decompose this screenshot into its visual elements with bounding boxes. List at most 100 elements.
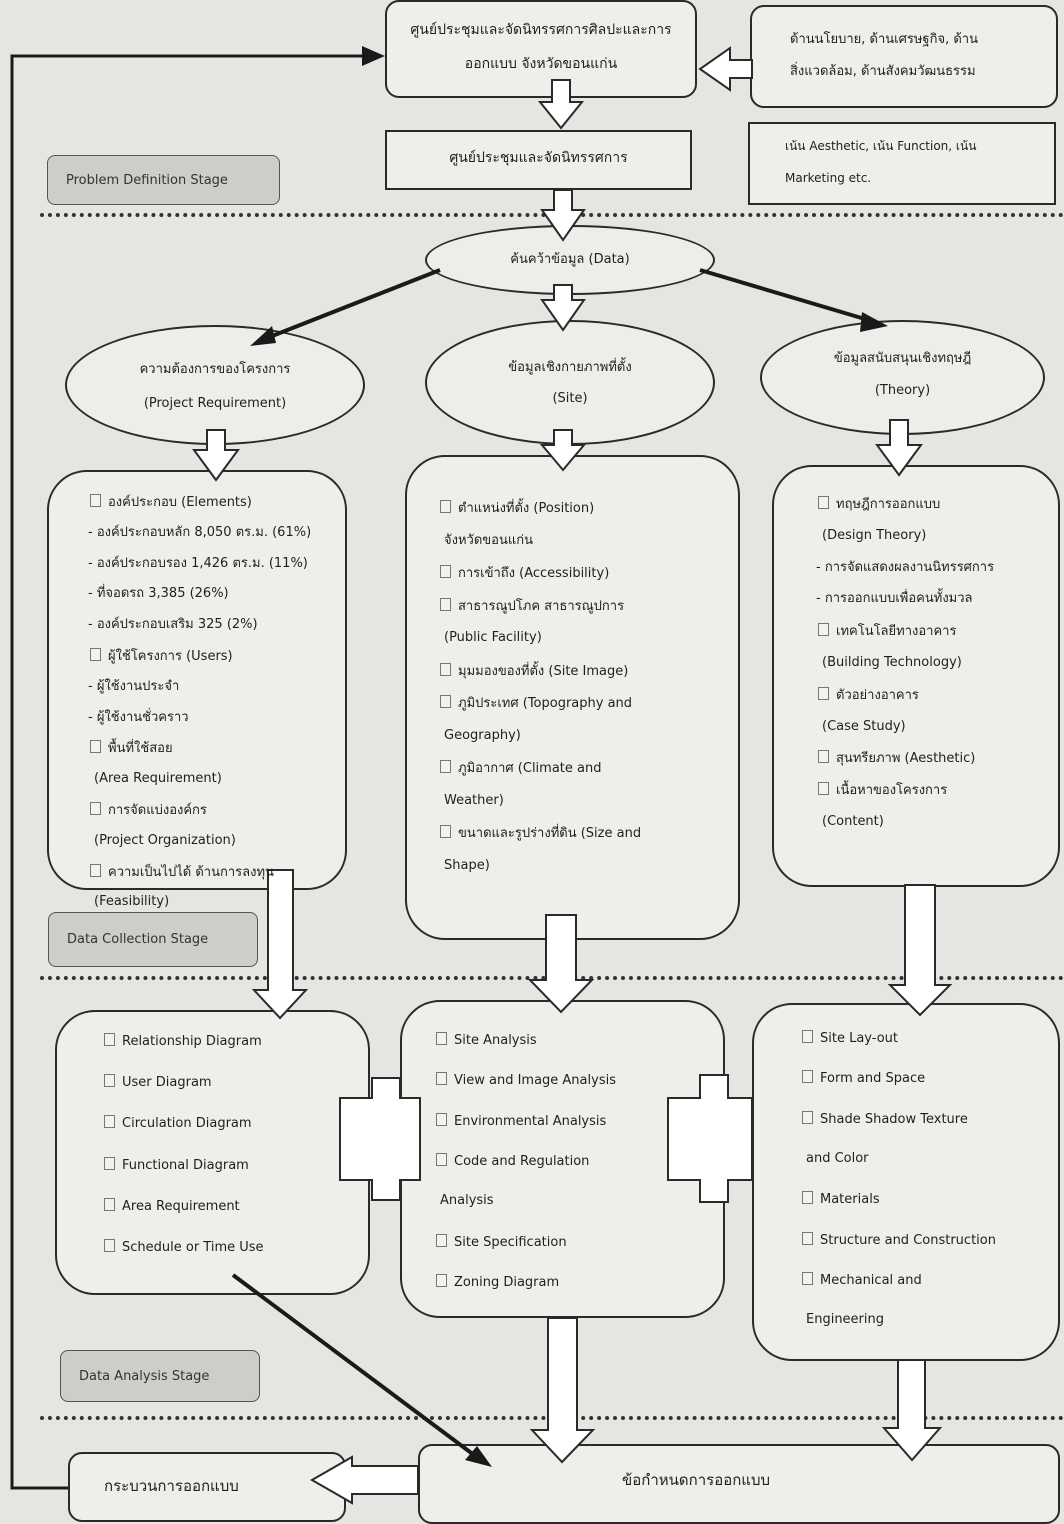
list-item-text: Functional Diagram bbox=[122, 1157, 249, 1173]
arrowhead-spec bbox=[465, 1446, 492, 1467]
list-item: - การออกแบบเพื่อคนทั้งมวล bbox=[816, 591, 973, 607]
list-item: จังหวัดขอนแก่น bbox=[444, 533, 533, 549]
list-item: Circulation Diagram bbox=[104, 1115, 252, 1132]
list-item-text: จังหวัดขอนแก่น bbox=[444, 532, 533, 548]
list-item: มุมมองของที่ตั้ง (Site Image) bbox=[440, 662, 629, 680]
list-item-text: (Area Requirement) bbox=[94, 771, 222, 787]
checkbox-icon bbox=[90, 648, 101, 661]
list-item: - การจัดแสดงผลงานนิทรรศการ bbox=[816, 560, 994, 576]
list-item-text: Form and Space bbox=[820, 1071, 926, 1087]
ellipse-left-line1: ความต้องการของโครงการ bbox=[139, 362, 291, 377]
list-item: Analysis bbox=[440, 1193, 494, 1209]
ellipse-project-requirement bbox=[65, 325, 365, 445]
feedback-loop-arrowhead bbox=[362, 46, 385, 66]
list-item: Code and Regulation bbox=[436, 1152, 590, 1170]
list-item: สุนทรียภาพ (Aesthetic) bbox=[818, 750, 975, 767]
checkbox-icon bbox=[436, 1152, 447, 1166]
list-item: Area Requirement bbox=[104, 1197, 240, 1215]
list-item: การเข้าถึง (Accessibility) bbox=[440, 565, 609, 582]
list-item-text: ความเป็นไปได้ ด้านการลงทุน bbox=[108, 864, 274, 880]
list-item: - องค์ประกอบรอง 1,426 ตร.ม. (11%) bbox=[88, 556, 308, 572]
list-item-text: การจัดแบ่งองค์กร bbox=[108, 803, 207, 818]
list-item: (Public Facility) bbox=[444, 630, 542, 646]
list-item: ภูมิอากาศ (Climate and bbox=[440, 760, 602, 777]
list-item-text: ภูมิประเทศ (Topography and bbox=[458, 696, 633, 711]
list-item: Weather) bbox=[444, 793, 504, 809]
checkbox-icon bbox=[802, 1231, 813, 1245]
list-item-text: - องค์ประกอบเสริม 325 (2%) bbox=[88, 617, 258, 633]
list-item: Functional Diagram bbox=[104, 1156, 249, 1174]
checkbox-icon bbox=[104, 1156, 115, 1170]
collection-left-box bbox=[47, 470, 347, 890]
checkbox-icon bbox=[104, 1074, 115, 1088]
list-item: ตัวอย่างอาคาร bbox=[818, 686, 919, 704]
list-item-text: (Content) bbox=[822, 814, 884, 829]
main-title-line1: ศูนย์ประชุมและจัดนิทรรศการศิลปะและการ bbox=[410, 22, 672, 38]
list-item-text: พื้นที่ใช้สอย bbox=[108, 741, 173, 757]
arrow-data-to-req-line bbox=[261, 268, 441, 342]
checkbox-icon bbox=[802, 1070, 813, 1084]
focus-line1: เน้น Aesthetic, เน้น Function, เน้น bbox=[785, 139, 977, 153]
ellipse-mid-line2: (Site) bbox=[552, 391, 588, 406]
collection-right-box bbox=[772, 465, 1060, 887]
analysis-right-box bbox=[752, 1003, 1060, 1361]
stage-problem-definition: Problem Definition Stage bbox=[47, 155, 280, 205]
ellipse-mid-line1: ข้อมูลเชิงกายภาพที่ตั้ง bbox=[508, 360, 632, 375]
collection-mid-box bbox=[405, 455, 740, 940]
sub-title-box bbox=[385, 130, 692, 190]
list-item-text: Circulation Diagram bbox=[122, 1116, 252, 1132]
checkbox-icon bbox=[104, 1033, 115, 1046]
arrow-sub-to-data bbox=[540, 189, 586, 242]
list-item-text: and Color bbox=[806, 1150, 869, 1166]
list-item-text: ตัวอย่างอาคาร bbox=[836, 687, 919, 703]
list-item-text: ภูมิอากาศ (Climate and bbox=[458, 761, 602, 776]
checkbox-icon bbox=[104, 1197, 115, 1211]
list-item-text: Relationship Diagram bbox=[122, 1034, 262, 1049]
list-item: - ที่จอดรถ 3,385 (26%) bbox=[88, 586, 229, 602]
list-item-text: (Feasibility) bbox=[94, 894, 170, 910]
list-item: ภูมิประเทศ (Topography and bbox=[440, 695, 632, 712]
checkbox-icon bbox=[104, 1115, 115, 1129]
main-title-box bbox=[385, 0, 697, 98]
list-item-text: Code and Regulation bbox=[454, 1153, 590, 1169]
list-item: (Design Theory) bbox=[822, 528, 926, 544]
design-process-label: กระบวนการออกแบบ bbox=[104, 1477, 239, 1495]
list-item: Zoning Diagram bbox=[436, 1273, 559, 1291]
checkbox-icon bbox=[440, 825, 451, 838]
list-item-text: มุมมองของที่ตั้ง (Site Image) bbox=[458, 663, 629, 679]
arrow-aspects-to-title bbox=[698, 46, 753, 92]
list-item: ทฤษฎีการออกแบบ bbox=[818, 496, 940, 513]
ellipse-right-line1: ข้อมูลสนับสนุนเชิงทฤษฎี bbox=[833, 351, 972, 366]
checkbox-icon bbox=[436, 1112, 447, 1126]
checkbox-icon bbox=[90, 740, 101, 754]
list-item: สาธารณูปโภค สาธารณูปการ bbox=[440, 597, 624, 615]
list-item-text: (Design Theory) bbox=[822, 527, 927, 543]
list-item-text: Materials bbox=[820, 1192, 880, 1208]
list-item-text: (Project Organization) bbox=[94, 832, 236, 848]
list-item: - องค์ประกอบเสริม 325 (2%) bbox=[88, 617, 258, 633]
list-item-text: Shade Shadow Texture bbox=[820, 1111, 968, 1127]
list-item: Relationship Diagram bbox=[104, 1033, 262, 1050]
list-item-text: ขนาดและรูปร่างที่ดิน (Size and bbox=[458, 826, 642, 841]
checkbox-icon bbox=[802, 1110, 813, 1124]
arrow-analysis-to-spec-line bbox=[231, 1273, 480, 1460]
checkbox-icon bbox=[436, 1273, 447, 1287]
list-item: (Content) bbox=[822, 814, 884, 830]
list-item: Site Analysis bbox=[436, 1032, 537, 1049]
list-item-text: - การจัดแสดงผลงานนิทรรศการ bbox=[816, 559, 995, 575]
list-item-text: Structure and Construction bbox=[820, 1232, 996, 1248]
focus-box bbox=[748, 122, 1056, 205]
list-item: พื้นที่ใช้สอย bbox=[90, 740, 173, 757]
plus-connector-right bbox=[667, 1074, 753, 1203]
list-item: User Diagram bbox=[104, 1074, 212, 1091]
arrow-mid-to-spec bbox=[529, 1317, 596, 1464]
checkbox-icon bbox=[440, 597, 451, 611]
checkbox-icon bbox=[818, 782, 829, 796]
list-item-text: Mechanical and bbox=[820, 1272, 922, 1288]
list-item-text: Weather) bbox=[444, 792, 504, 808]
list-item: Structure and Construction bbox=[802, 1231, 996, 1249]
sub-title: ศูนย์ประชุมและจัดนิทรรศการ bbox=[449, 150, 628, 166]
arrow-data-to-theory-line bbox=[699, 268, 876, 324]
list-item-text: เทคโนโลยีทางอาคาร bbox=[836, 624, 957, 640]
list-item: (Project Organization) bbox=[94, 833, 236, 849]
